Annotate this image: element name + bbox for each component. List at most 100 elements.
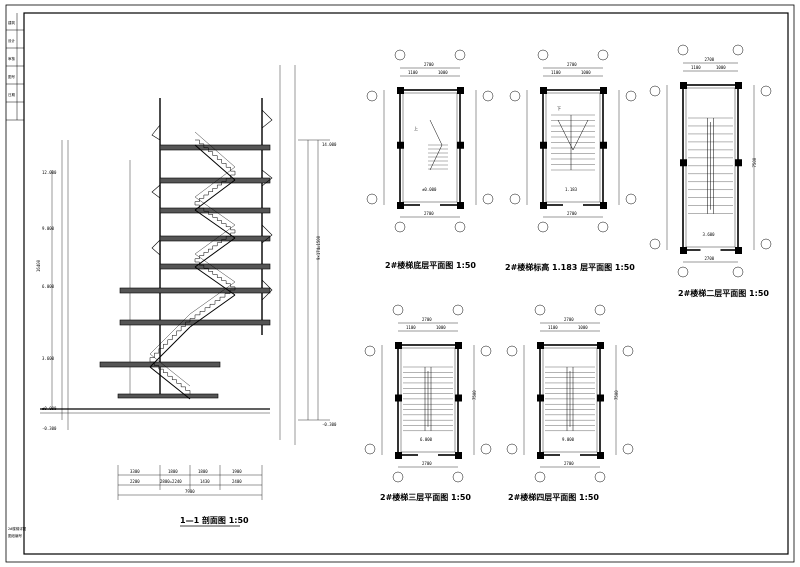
column [395, 342, 402, 349]
width-dim: 2700 [424, 62, 434, 67]
svg-text:14.000: 14.000 [322, 142, 337, 147]
column [540, 141, 547, 149]
handrail [194, 196, 236, 226]
column [455, 452, 462, 459]
svg-text:6.000: 6.000 [42, 284, 55, 289]
svg-text:3300: 3300 [130, 469, 140, 474]
column [537, 452, 544, 459]
column [397, 202, 404, 209]
depth-dim: 7500 [472, 390, 477, 400]
flight-slab [149, 366, 191, 400]
plan-inner-wall [685, 87, 736, 248]
column [457, 141, 464, 149]
axis-bubble [625, 90, 637, 102]
column [680, 82, 687, 89]
svg-text:7900: 7900 [185, 489, 195, 494]
axis-bubble [394, 49, 406, 61]
svg-text:3.600: 3.600 [42, 356, 55, 361]
axis-bubble [454, 221, 466, 233]
walk-arrow [557, 119, 589, 151]
flight-slab [149, 326, 191, 368]
svg-text:日期: 日期 [8, 92, 15, 97]
plan-ground-title: 2#楼梯底层平面图 1:50 [385, 260, 476, 270]
width-dim: 2700 [564, 461, 574, 466]
axis-bubble [364, 345, 376, 357]
title-strip [6, 13, 24, 121]
flight-steps [194, 232, 235, 262]
axis-bubble [452, 304, 464, 316]
svg-text:2800=2240: 2800=2240 [160, 479, 182, 484]
column [600, 202, 607, 209]
column [457, 202, 464, 209]
sub-dim: 1000 [581, 70, 591, 75]
axis-bubble [677, 266, 689, 278]
sub-dim: 1100 [551, 70, 561, 75]
svg-text:±0.000: ±0.000 [42, 406, 57, 411]
column [597, 394, 604, 402]
sub-dim: 1000 [578, 325, 588, 330]
svg-text:1800: 1800 [168, 469, 178, 474]
stamp-line-2: 图纸编号 [8, 533, 22, 538]
axis-bubble [482, 193, 494, 205]
plan-inner-wall [545, 92, 601, 203]
sub-dim: 1000 [436, 325, 446, 330]
axis-bubble [534, 304, 546, 316]
column [537, 342, 544, 349]
sub-dim: 1100 [406, 325, 416, 330]
handrail [194, 166, 236, 198]
overall-height: 16400 [36, 259, 41, 272]
svg-text:-0.300: -0.300 [42, 426, 57, 431]
width-dim: 2700 [422, 461, 432, 466]
sub-dim: 1100 [691, 65, 701, 70]
flight-slab [194, 179, 236, 211]
flight-slab [194, 266, 236, 296]
svg-text:图号: 图号 [8, 74, 15, 79]
column [680, 159, 687, 167]
handrail [149, 313, 191, 355]
svg-text:审核: 审核 [8, 56, 15, 61]
svg-text:2200: 2200 [130, 479, 140, 484]
section-1-1 [40, 65, 330, 527]
axis-bubble [534, 471, 546, 483]
column [600, 87, 607, 94]
down-label: 下 [557, 106, 561, 111]
axis-bubble [594, 304, 606, 316]
axis-bubble [649, 85, 661, 97]
stamp-line-1: 2#楼梯详图 [8, 526, 27, 531]
column [680, 247, 687, 254]
flight-steps [195, 261, 236, 290]
column [597, 452, 604, 459]
flight-slab [194, 209, 236, 239]
width-dim: 2700 [422, 317, 432, 322]
depth-dim: 7500 [752, 157, 757, 167]
axis-bubble [732, 266, 744, 278]
column [600, 141, 607, 149]
width-dim: 2700 [424, 211, 434, 216]
handrail [149, 353, 191, 387]
axis-bubble [506, 443, 518, 455]
plan-2f-title: 2#楼梯二层平面图 1:50 [678, 288, 769, 298]
axis-bubble [392, 471, 404, 483]
axis-bubble [506, 345, 518, 357]
flight-steps [195, 204, 236, 233]
handrail [194, 131, 236, 168]
column [395, 394, 402, 402]
width-dim: 2700 [567, 211, 577, 216]
sub-dim: 1000 [438, 70, 448, 75]
level-label: 3.600 [703, 232, 716, 237]
stair-flights [149, 131, 236, 400]
tread-note: 9×174=1500 [316, 235, 321, 260]
axis-bubble [760, 238, 772, 250]
flight-slab [194, 237, 236, 268]
axis-bubble [394, 221, 406, 233]
flight-slab [194, 144, 236, 181]
width-dim: 2700 [567, 62, 577, 67]
column [395, 452, 402, 459]
section-levels: 12.000 9.000 6.000 3.600 ±0.000 -0.300 1… [36, 142, 337, 431]
up-label: 上 [414, 125, 418, 131]
flight-slab [189, 294, 236, 328]
axis-bubble [732, 44, 744, 56]
level-label: 6.000 [420, 437, 433, 442]
